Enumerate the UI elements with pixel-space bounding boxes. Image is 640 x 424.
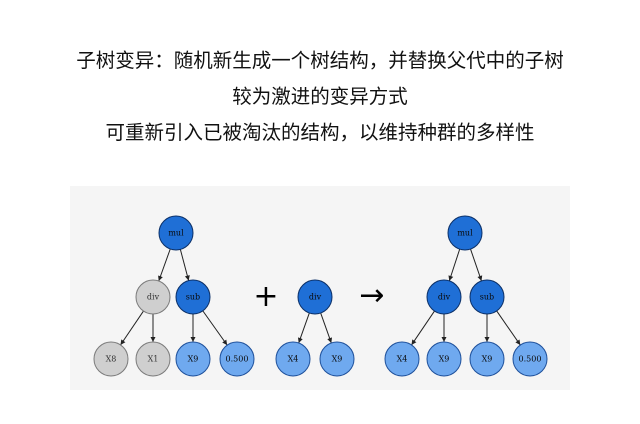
- node-label: 0.500: [226, 355, 249, 364]
- tree-edge: [120, 310, 144, 346]
- node-label: X9: [439, 355, 450, 364]
- edge-arrowhead: [184, 275, 190, 281]
- tree-edge: [411, 310, 435, 346]
- tree-node-x9: [469, 341, 505, 377]
- edge-arrowhead: [120, 339, 126, 345]
- node-label: X4: [397, 355, 408, 364]
- node-label: X1: [148, 355, 159, 364]
- caption-line-1: 子树变异：随机新生成一个树结构，并替换父代中的子树: [76, 49, 564, 72]
- tree-node-x9: [319, 341, 355, 377]
- tree-edge: [179, 249, 190, 281]
- arrow-symbol: →: [359, 278, 384, 313]
- tree-node-x1: [135, 341, 171, 377]
- node-label: mul: [168, 229, 184, 238]
- edge-arrowhead: [158, 275, 163, 282]
- node-label: sub: [186, 293, 200, 302]
- node-label: div: [438, 293, 451, 302]
- node-label: X9: [188, 355, 199, 364]
- caption-line-3: 可重新引入已被淘汰的结构，以维持种群的多样性: [105, 121, 535, 144]
- node-label: 0.500: [519, 355, 542, 364]
- edge-arrowhead: [441, 337, 447, 342]
- node-label: X9: [482, 355, 493, 364]
- edge-arrowhead: [327, 337, 332, 343]
- node-label: sub: [480, 293, 494, 302]
- tree-node-div: [135, 279, 171, 315]
- edge-arrowhead: [448, 275, 454, 281]
- tree-node-sub: [469, 279, 505, 315]
- tree-edge: [470, 248, 482, 282]
- node-label: X4: [288, 355, 299, 364]
- tree-node-x8: [93, 341, 129, 377]
- plus-symbol: +: [253, 279, 278, 314]
- caption-line-2: 较为激进的变异方式: [232, 85, 408, 108]
- edge-arrowhead: [150, 337, 156, 342]
- tree-node-mul: [447, 215, 483, 251]
- edge-arrowhead: [484, 337, 490, 342]
- tree-node-mul: [158, 215, 194, 251]
- tree-node-0-500: [219, 341, 255, 377]
- node-label: X9: [332, 355, 343, 364]
- tree-node-0-500: [512, 341, 548, 377]
- tree-node-x4: [384, 341, 420, 377]
- tree-node-div: [426, 279, 462, 315]
- edge-arrowhead: [190, 337, 196, 342]
- tree-edge: [320, 312, 332, 344]
- tree-node-sub: [175, 279, 211, 315]
- tree-edge: [202, 310, 228, 346]
- edge-arrowhead: [411, 339, 417, 345]
- node-label: mul: [457, 229, 473, 238]
- edge-arrowhead: [222, 339, 228, 346]
- node-label: X8: [106, 355, 117, 364]
- tree-node-x9: [426, 341, 462, 377]
- edge-arrowhead: [515, 339, 521, 346]
- tree-edge: [158, 248, 171, 282]
- edge-arrowhead: [477, 275, 483, 281]
- tree-node-x4: [275, 341, 311, 377]
- node-label: div: [309, 293, 322, 302]
- tree-node-x9: [175, 341, 211, 377]
- tree-edge: [448, 248, 461, 282]
- tree-edge: [298, 312, 310, 344]
- edge-arrowhead: [298, 337, 303, 343]
- node-label: div: [147, 293, 160, 302]
- tree-edge: [496, 310, 521, 346]
- tree-node-div: [297, 279, 333, 315]
